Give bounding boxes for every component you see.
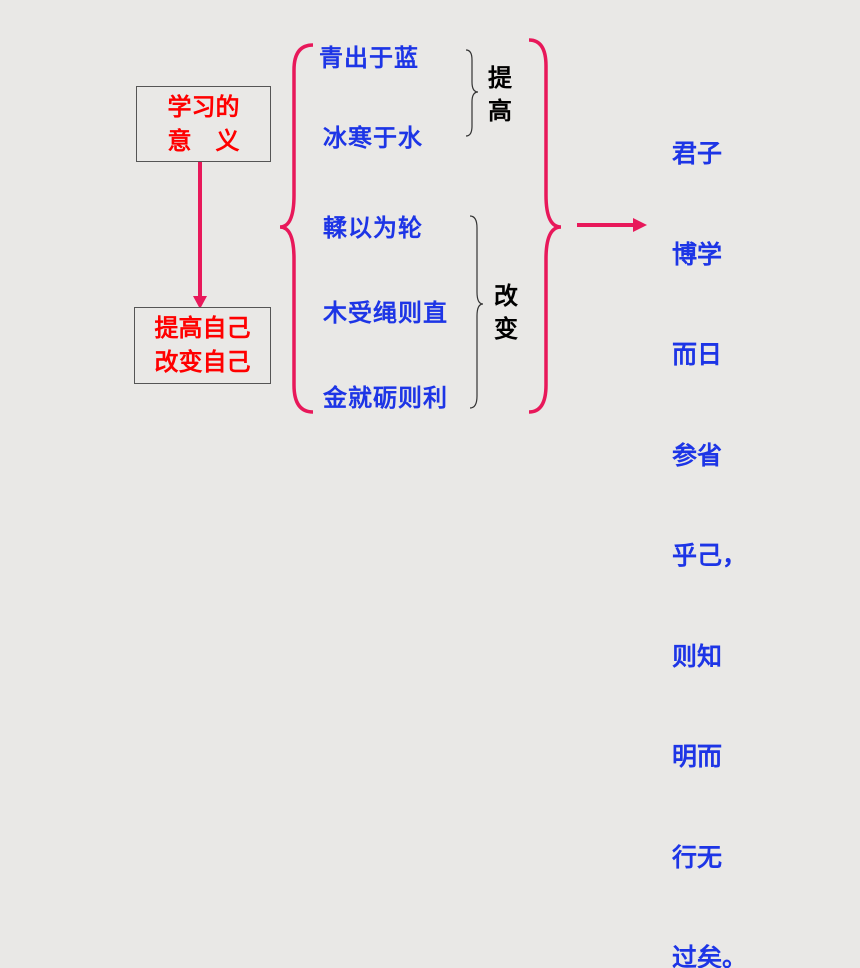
conclusion-line-4: 参省 (672, 440, 723, 470)
conclusion-line-7: 明而 (672, 742, 723, 771)
conclusion-line-2: 博学 (672, 239, 723, 269)
right-brace (528, 38, 562, 414)
group-tag-improve-char-1: 提 (488, 64, 512, 92)
phrase-2: 冰寒于水 (323, 124, 423, 152)
conclusion-line-8: 行无 (672, 842, 723, 872)
phrase-3: 輮以为轮 (323, 214, 423, 242)
group-tag-improve-char-2: 高 (488, 97, 512, 125)
meaning-box: 学习的 意 义 (136, 86, 271, 162)
group-tag-change-char-2: 变 (494, 315, 518, 343)
phrase-1: 青出于蓝 (319, 44, 419, 72)
result-box-line-1: 提高自己 (154, 314, 251, 342)
result-box: 提高自己 改变自己 (134, 307, 271, 384)
result-box-line-2: 改变自己 (154, 348, 251, 376)
conclusion-line-5: 乎己， (672, 541, 748, 570)
meaning-box-line-1: 学习的 (167, 93, 240, 121)
group-tag-change: 改 变 (491, 280, 521, 346)
meaning-box-line-2: 意 义 (167, 127, 240, 155)
conclusion-line-6: 则知 (672, 641, 723, 671)
phrase-4: 木受绳则直 (323, 299, 448, 327)
conclusion-line-9: 过矣。 (672, 943, 748, 968)
group-tag-change-char-1: 改 (494, 282, 518, 310)
small-brace-bottom (469, 215, 484, 409)
conclusion-text: 君子 博学 而日 参省 乎己， 则知 明而 行无 过矣。 (672, 70, 772, 968)
left-brace (279, 43, 314, 414)
phrase-5: 金就砺则利 (323, 384, 448, 412)
group-tag-improve: 提 高 (485, 62, 515, 128)
conclusion-line-3: 而日 (672, 340, 723, 369)
down-arrow-head (193, 296, 207, 309)
right-arrow-head (633, 218, 647, 232)
diagram-connectors (193, 38, 647, 414)
conclusion-line-1: 君子 (672, 139, 723, 168)
small-brace-top (465, 49, 479, 137)
